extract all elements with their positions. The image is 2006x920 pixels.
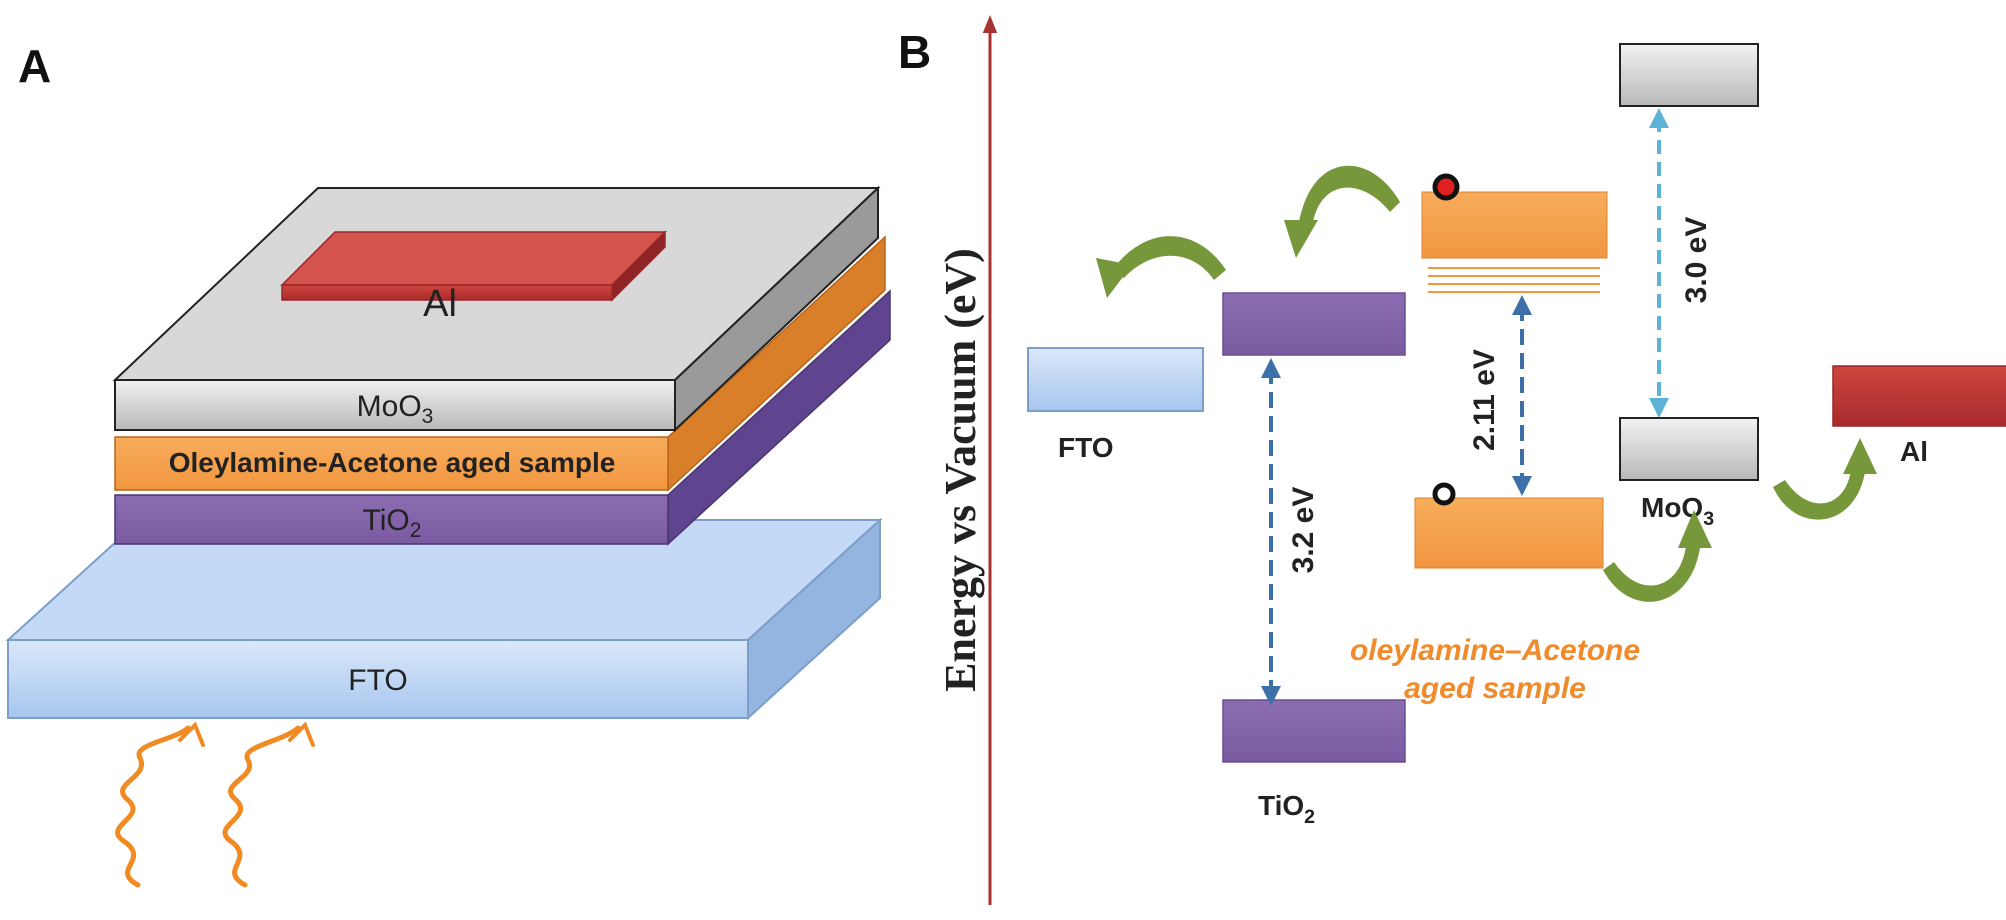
tio2-vb-level bbox=[1222, 699, 1406, 763]
al-level-label: Al bbox=[1900, 436, 1928, 467]
electron-transfer-arrow-icon bbox=[1096, 236, 1226, 298]
panel-a-label: A bbox=[18, 40, 51, 92]
tio2-layer: TiO2 bbox=[114, 289, 891, 546]
energy-axis-label: Energy vs Vacuum (eV) bbox=[936, 248, 985, 692]
al-contact: Al bbox=[280, 230, 667, 325]
sample-level-label-line1: oleylamine–Acetone bbox=[1350, 634, 1640, 667]
fto-level bbox=[1027, 347, 1204, 412]
moo3-layer-label: MoO3 bbox=[357, 390, 434, 428]
fto-slab: FTO bbox=[5, 517, 883, 721]
moo3-gap-label: 3.0 eV bbox=[1680, 217, 1713, 304]
tio2-layer-label: TiO2 bbox=[363, 504, 422, 542]
panel-b: B Energy vs Vacuum (eV) FTO TiO2 3.2 eV … bbox=[898, 15, 2006, 905]
fto-level-label: FTO bbox=[1058, 432, 1113, 463]
tio2-gap-label: 3.2 eV bbox=[1287, 487, 1320, 574]
sample-cb-level bbox=[1421, 191, 1608, 259]
al-level bbox=[1832, 365, 2006, 427]
electron-icon bbox=[1432, 173, 1460, 201]
sample-layer-label: Oleylamine-Acetone aged sample bbox=[169, 447, 616, 478]
hole-transfer-arrow-icon bbox=[1773, 438, 1877, 520]
panel-b-label: B bbox=[898, 26, 931, 78]
moo3-vb-level bbox=[1619, 417, 1759, 481]
sample-level-label-line2: aged sample bbox=[1404, 672, 1586, 705]
hole-transfer-arrow-icon bbox=[1603, 510, 1712, 602]
tio2-level-label: TiO2 bbox=[1258, 790, 1315, 828]
sample-trap-states bbox=[1428, 267, 1600, 293]
moo3-cb-level bbox=[1619, 43, 1759, 107]
sample-gap-label: 2.11 eV bbox=[1468, 349, 1501, 451]
al-contact-label: Al bbox=[423, 283, 457, 325]
panel-a: A FTO TiO2 Oleylamine-Acetone aged sampl… bbox=[5, 40, 891, 888]
fto-layer-label: FTO bbox=[348, 664, 407, 697]
moo3-level-label: MoO3 bbox=[1641, 492, 1714, 530]
light-wave-icon bbox=[115, 721, 315, 888]
tio2-cb-level bbox=[1222, 292, 1406, 356]
sample-vb-level bbox=[1414, 497, 1604, 569]
sample-layer: Oleylamine-Acetone aged sample bbox=[114, 235, 886, 492]
electron-transfer-arrow-icon bbox=[1284, 165, 1400, 258]
hole-icon bbox=[1432, 482, 1456, 506]
